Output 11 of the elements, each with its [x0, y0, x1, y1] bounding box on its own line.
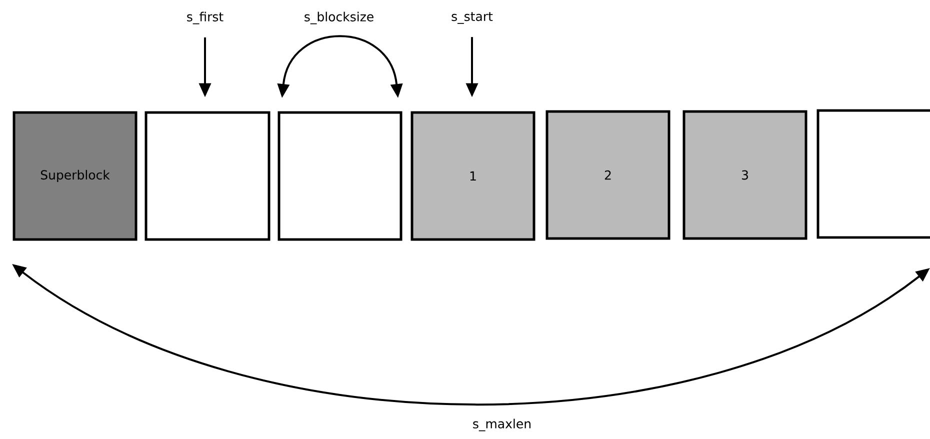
block-box: Superblock — [12, 111, 138, 241]
block-box — [144, 111, 270, 241]
block-box — [278, 111, 402, 241]
block-box: 1 — [410, 111, 536, 241]
block-box: 3 — [682, 110, 808, 240]
pointer-label: s_first — [187, 12, 224, 24]
block-box — [816, 109, 930, 239]
pointer-label: s_start — [452, 12, 493, 24]
dimension-label: s_blocksize — [304, 12, 374, 24]
block-box: 2 — [546, 110, 670, 240]
dimension-label: s_maxlen — [473, 418, 530, 432]
